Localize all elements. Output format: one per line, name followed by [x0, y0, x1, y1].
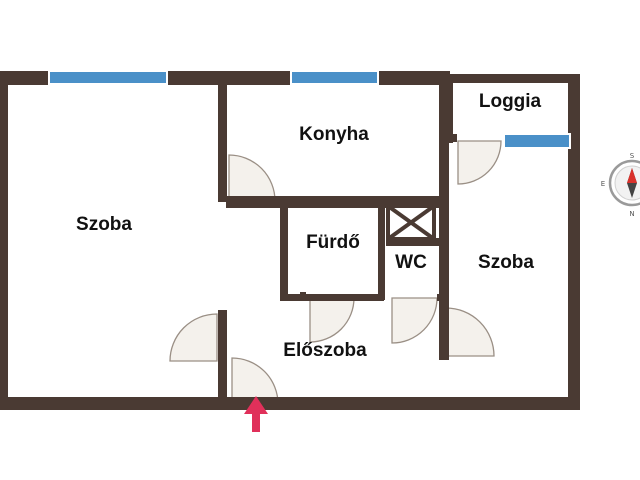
- wall-stub-2: [300, 292, 306, 300]
- wall-top-loggia: [446, 74, 580, 83]
- room-label-konyha: Konyha: [299, 124, 369, 145]
- room-label-wc: WC: [395, 252, 427, 273]
- compass-needle-north: [627, 168, 637, 183]
- wall-left-room-upper: [218, 84, 227, 202]
- door-left-room: [169, 313, 218, 362]
- window-kitchen: [290, 70, 379, 85]
- wall-stub-1: [226, 196, 232, 206]
- wall-bath-bottom: [280, 294, 384, 301]
- window-loggia: [503, 133, 571, 149]
- door-right-room: [445, 307, 495, 357]
- wall-loggia-bottom: [449, 134, 457, 142]
- wall-wc-right: [439, 148, 449, 360]
- wall-bath-left: [280, 202, 288, 300]
- compass-letter-north: S: [630, 152, 635, 160]
- wall-loggia-left: [446, 83, 453, 143]
- wall-bath-right: [378, 202, 385, 300]
- compass-icon: S N E: [601, 152, 640, 218]
- compass-letter-east: E: [601, 180, 605, 188]
- ventilation-cross-b: [386, 204, 436, 241]
- wall-wc-top: [386, 238, 440, 246]
- room-label-szoba-right: Szoba: [478, 252, 534, 273]
- door-loggia: [457, 140, 502, 185]
- compass-letter-south: N: [629, 210, 634, 218]
- entrance-arrow-icon: [244, 396, 268, 432]
- door-wc: [391, 297, 438, 344]
- wall-kitchen-right: [439, 84, 449, 150]
- wall-left-room-lower: [218, 310, 227, 400]
- wall-left: [0, 71, 8, 410]
- room-label-szoba-left: Szoba: [76, 214, 132, 235]
- door-kitchen: [228, 154, 276, 202]
- door-bathroom: [309, 297, 355, 343]
- room-label-eloszoba: Előszoba: [283, 340, 367, 361]
- wall-wc-bottom-right: [437, 294, 449, 301]
- wall-right-outer: [568, 74, 580, 410]
- room-label-loggia: Loggia: [479, 91, 542, 112]
- wall-bottom: [0, 397, 580, 410]
- room-label-furdo: Fürdő: [306, 232, 360, 253]
- window-left-room: [48, 70, 168, 85]
